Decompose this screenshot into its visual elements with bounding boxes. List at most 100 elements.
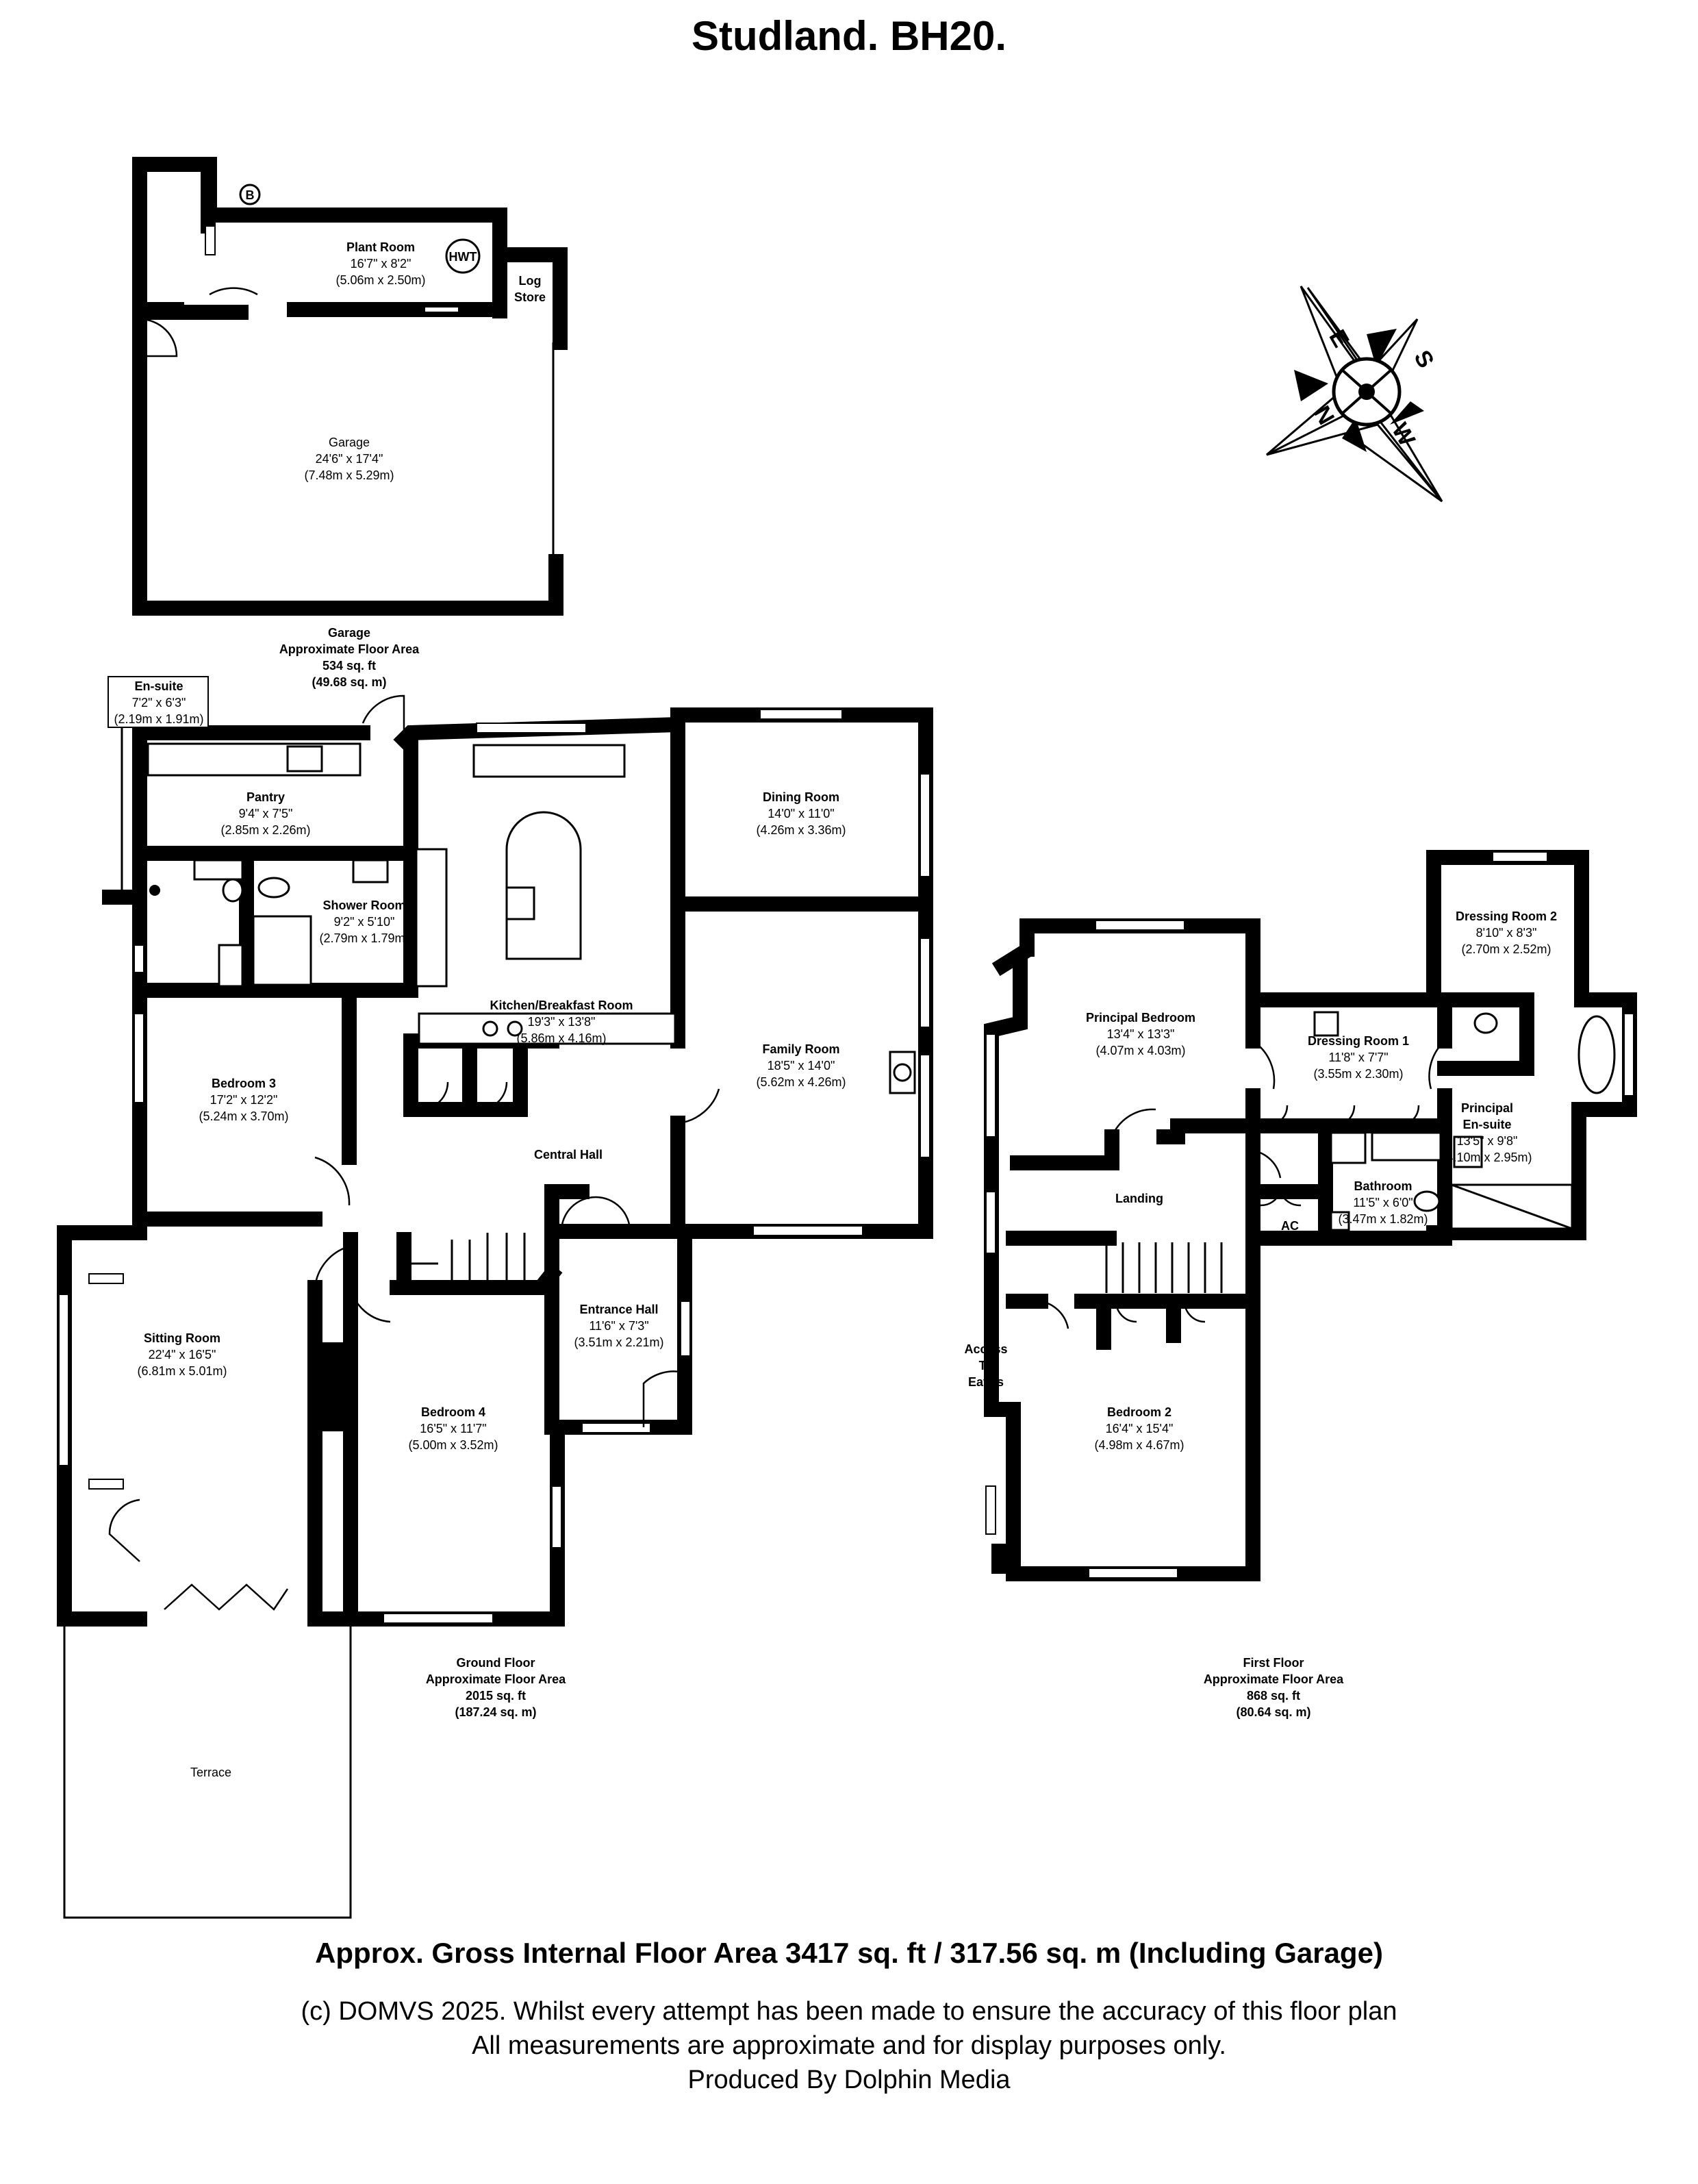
kitchen-window (476, 723, 587, 733)
plant-room-imperial: 16'7" x 8'2" (351, 257, 411, 271)
compass-rose: E S W N (1266, 286, 1443, 503)
eaves-line3: Eaves (968, 1375, 1004, 1389)
bed3-window (134, 1013, 144, 1103)
entrance-hall-imperial: 11'6" x 7'3" (589, 1319, 648, 1333)
bedroom-2-imperial: 16'4" x 15'4" (1106, 1422, 1174, 1435)
landing-name: Landing (1115, 1192, 1163, 1205)
shower-room-name: Shower Room (322, 899, 405, 912)
plant-room-name: Plant Room (346, 240, 415, 254)
front-door (642, 1370, 684, 1427)
principal-ensuite-imperial: 13'5" x 9'8" (1457, 1134, 1518, 1148)
dressing-room-1-metric: (3.55m x 2.30m) (1313, 1067, 1403, 1081)
family-room-imperial: 18'5" x 14'0" (768, 1059, 835, 1072)
hob-ring-2 (507, 1020, 523, 1037)
principal-side-window (985, 1033, 996, 1138)
dining-window (759, 709, 843, 720)
principal-ensuite-name2: En-suite (1462, 1118, 1511, 1131)
boiler-label: B (246, 188, 255, 202)
gf-sitting-room-walls (57, 1225, 147, 1627)
bedroom-3-name: Bedroom 3 (212, 1077, 276, 1090)
garage-name: Garage (329, 436, 370, 449)
log-store-line1: Log (519, 274, 542, 288)
shower-room-metric: (2.79m x 1.79m) (319, 931, 409, 945)
first-area-line1: First Floor (1243, 1656, 1304, 1670)
freestanding-bath (1577, 1015, 1616, 1094)
eaves-line1: Access (964, 1342, 1007, 1356)
gf-fireplace (322, 1342, 351, 1431)
shower-tray-line (1451, 1183, 1573, 1230)
bed2-wardrobe-doors (1115, 1301, 1206, 1323)
ground-stairs (404, 1233, 526, 1288)
ff-principal-bottom-right (1156, 1118, 1260, 1144)
entrance-hall-name: Entrance Hall (579, 1303, 658, 1316)
bedroom-3-door (314, 1156, 351, 1206)
ac-name: AC (1281, 1219, 1299, 1233)
entrance-side-window (680, 1301, 691, 1357)
principal-bedroom-name: Principal Bedroom (1086, 1011, 1195, 1025)
garage-internal-door (424, 306, 459, 313)
gross-floor-area: Approx. Gross Internal Floor Area 3417 s… (315, 1937, 1383, 1969)
bathroom-door (1252, 1149, 1282, 1179)
ff-principal-bottom-left (1010, 1129, 1119, 1170)
dr1-door (1252, 1040, 1276, 1090)
sitting-terrace-door (108, 1498, 140, 1562)
kitchen-metric: (5.86m x 4.16m) (516, 1031, 606, 1045)
ff-chimney (991, 1544, 1019, 1574)
pantry-external-door (362, 694, 405, 740)
hot-water-tank-symbol (445, 238, 481, 274)
garage-area-line1: Garage (328, 626, 370, 640)
sitting-top-window (88, 1273, 124, 1284)
family-room-name: Family Room (762, 1042, 839, 1056)
first-floor: Principal Bedroom 13'4" x 13'3" (4.07m x… (964, 850, 1637, 1719)
sitting-side-window (58, 1294, 69, 1466)
dining-room-name: Dining Room (763, 790, 839, 804)
bathroom-wc (1413, 1190, 1441, 1212)
first-area-line3: 868 sq. ft (1247, 1689, 1300, 1703)
first-area-line4: (80.64 sq. m) (1236, 1705, 1310, 1719)
garage-side-door (139, 318, 178, 357)
bedroom-2-metric: (4.98m x 4.67m) (1094, 1438, 1184, 1452)
dressing-room-2-imperial: 8'10" x 8'3" (1476, 926, 1537, 940)
bathroom-rooflight (1330, 1211, 1350, 1231)
garage-area-line4: (49.68 sq. m) (312, 675, 386, 689)
dining-room-imperial: 14'0" x 11'0" (768, 807, 834, 820)
gf-entrance-top-wall (544, 1184, 689, 1239)
bifold-doors (164, 1583, 289, 1611)
family-room-door (677, 1088, 720, 1125)
ground-area-line4: (187.24 sq. m) (455, 1705, 536, 1719)
dining-room-metric: (4.26m x 3.36m) (756, 823, 846, 837)
dressing-room-1-imperial: 11'8" x 7'7" (1328, 1051, 1388, 1064)
bedroom-4-metric: (5.00m x 3.52m) (408, 1438, 498, 1452)
bedroom-4-door (349, 1287, 391, 1323)
hob-ring-1 (482, 1020, 498, 1037)
bathroom-bath (1371, 1131, 1442, 1162)
garage-metric: (7.48m x 5.29m) (304, 468, 394, 482)
terrace-name: Terrace (190, 1766, 231, 1779)
bed2-side-window (985, 1485, 996, 1535)
bathroom-metric: (3.47m x 1.82m) (1338, 1212, 1428, 1226)
bed2-bottom-window (1088, 1568, 1178, 1579)
principal-bedroom-imperial: 13'4" x 13'3" (1107, 1027, 1175, 1041)
ff-dr2-bottom (1437, 992, 1534, 1076)
first-area-line2: Approximate Floor Area (1204, 1672, 1344, 1686)
ensuite-wc (1473, 1012, 1498, 1034)
bedroom-4-name: Bedroom 4 (421, 1405, 485, 1419)
ac-doors (1259, 1191, 1302, 1207)
footer-disclaimer: (c) DOMVS 2025. Whilst every attempt has… (301, 1997, 1397, 2026)
ensuite-metric: (2.19m x 1.91m) (114, 712, 203, 726)
sitting-room-imperial: 22'4" x 16'5" (149, 1348, 216, 1361)
sitting-room-metric: (6.81m x 5.01m) (137, 1364, 227, 1378)
entrance-window (581, 1422, 651, 1433)
entrance-double-door (560, 1196, 631, 1232)
principal-ensuite-name1: Principal (1461, 1101, 1513, 1115)
ensuite-window (1623, 1013, 1634, 1096)
bed3-window-top (134, 944, 144, 973)
principal-ensuite-metric: (4.10m x 2.95m) (1442, 1151, 1532, 1164)
ensuite-name: En-suite (134, 679, 183, 693)
dr1-rooflight (1313, 1011, 1339, 1037)
dressing-room-1-name: Dressing Room 1 (1308, 1034, 1409, 1048)
log-store-outer-wall (492, 247, 568, 350)
family-side-window-2 (920, 1054, 930, 1158)
kitchen-island (505, 811, 582, 960)
